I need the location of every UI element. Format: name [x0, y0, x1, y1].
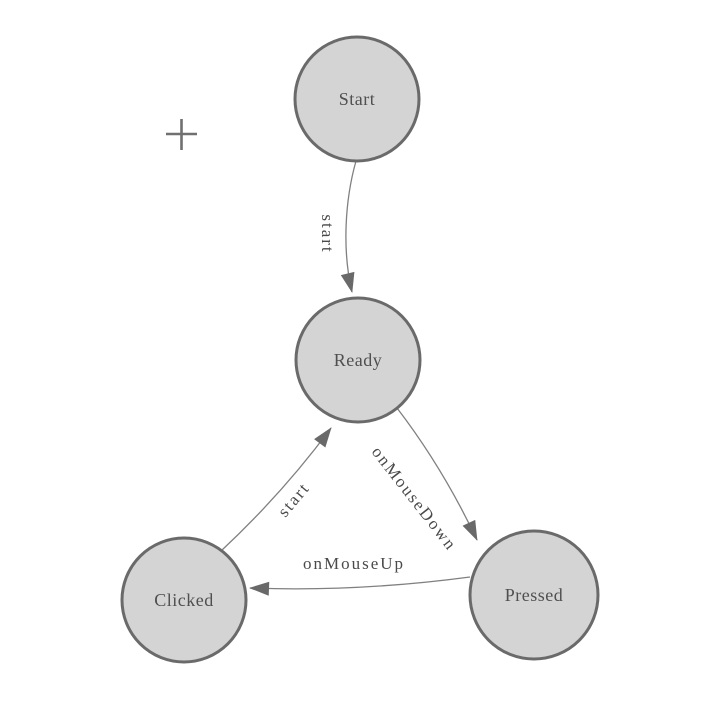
node-start-circle — [293, 35, 421, 163]
node-pressed-circle — [468, 529, 600, 661]
node-ready-circle — [294, 296, 422, 424]
node-ready-label: Ready — [334, 350, 382, 370]
edge-clicked-to-ready[interactable] — [220, 427, 332, 552]
node-clicked-label: Clicked — [154, 590, 214, 610]
edge-label-pressed-to-clicked: onMouseUp — [303, 554, 405, 573]
node-start-label: Start — [339, 89, 376, 109]
node-ready[interactable]: Ready — [294, 296, 422, 424]
edge-pressed-to-clicked[interactable] — [249, 576, 471, 596]
node-clicked-circle — [120, 536, 248, 664]
node-clicked[interactable]: Clicked — [120, 536, 248, 664]
node-start[interactable]: Start — [293, 35, 421, 163]
node-pressed[interactable]: Pressed — [468, 529, 600, 661]
edge-start-to-ready[interactable] — [340, 160, 357, 293]
edge-label-ready-to-pressed: onMouseDown — [368, 443, 461, 555]
edge-ready-to-pressed[interactable] — [396, 407, 478, 541]
plus-icon[interactable] — [166, 119, 197, 150]
edge-label-start-to-ready: start — [318, 214, 337, 253]
node-pressed-label: Pressed — [505, 585, 564, 605]
edge-label-clicked-to-ready: start — [274, 478, 314, 520]
